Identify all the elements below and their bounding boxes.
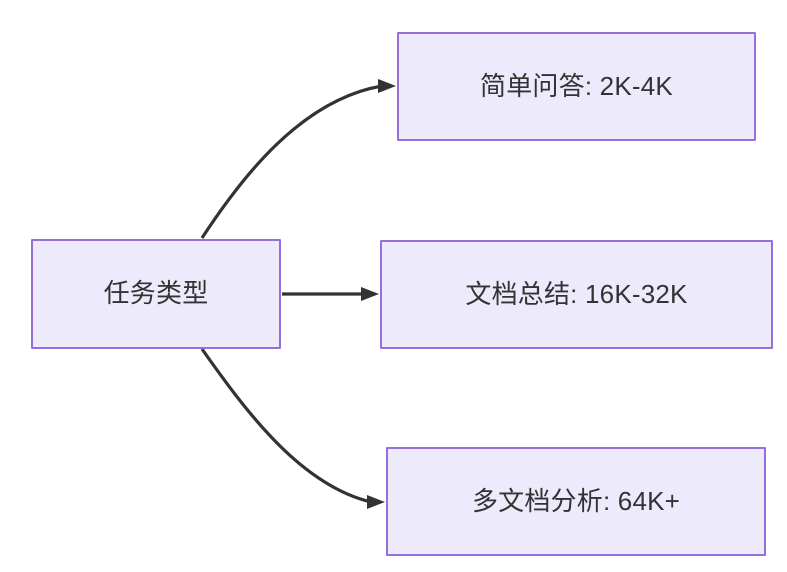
arrowhead-2 bbox=[361, 287, 379, 301]
node-root-label: 任务类型 bbox=[103, 278, 209, 309]
node-branch-simple-qa[interactable]: 简单问答: 2K-4K bbox=[397, 32, 756, 141]
edge-path-1 bbox=[200, 84, 383, 239]
arrowhead-1 bbox=[378, 79, 396, 93]
node-root[interactable]: 任务类型 bbox=[31, 239, 281, 349]
edge-root-to-branch-3 bbox=[200, 348, 385, 509]
arrowhead-3 bbox=[367, 495, 385, 509]
node-branch-multi-doc-analysis-label: 多文档分析: 64K+ bbox=[471, 485, 681, 516]
node-branch-doc-summary[interactable]: 文档总结: 16K-32K bbox=[380, 240, 773, 349]
node-branch-multi-doc-analysis[interactable]: 多文档分析: 64K+ bbox=[386, 447, 766, 556]
edge-path-3 bbox=[200, 348, 372, 504]
node-branch-simple-qa-label: 简单问答: 2K-4K bbox=[480, 70, 673, 101]
edge-root-to-branch-2 bbox=[282, 287, 379, 301]
node-branch-doc-summary-label: 文档总结: 16K-32K bbox=[465, 278, 688, 309]
edge-root-to-branch-1 bbox=[200, 79, 396, 239]
